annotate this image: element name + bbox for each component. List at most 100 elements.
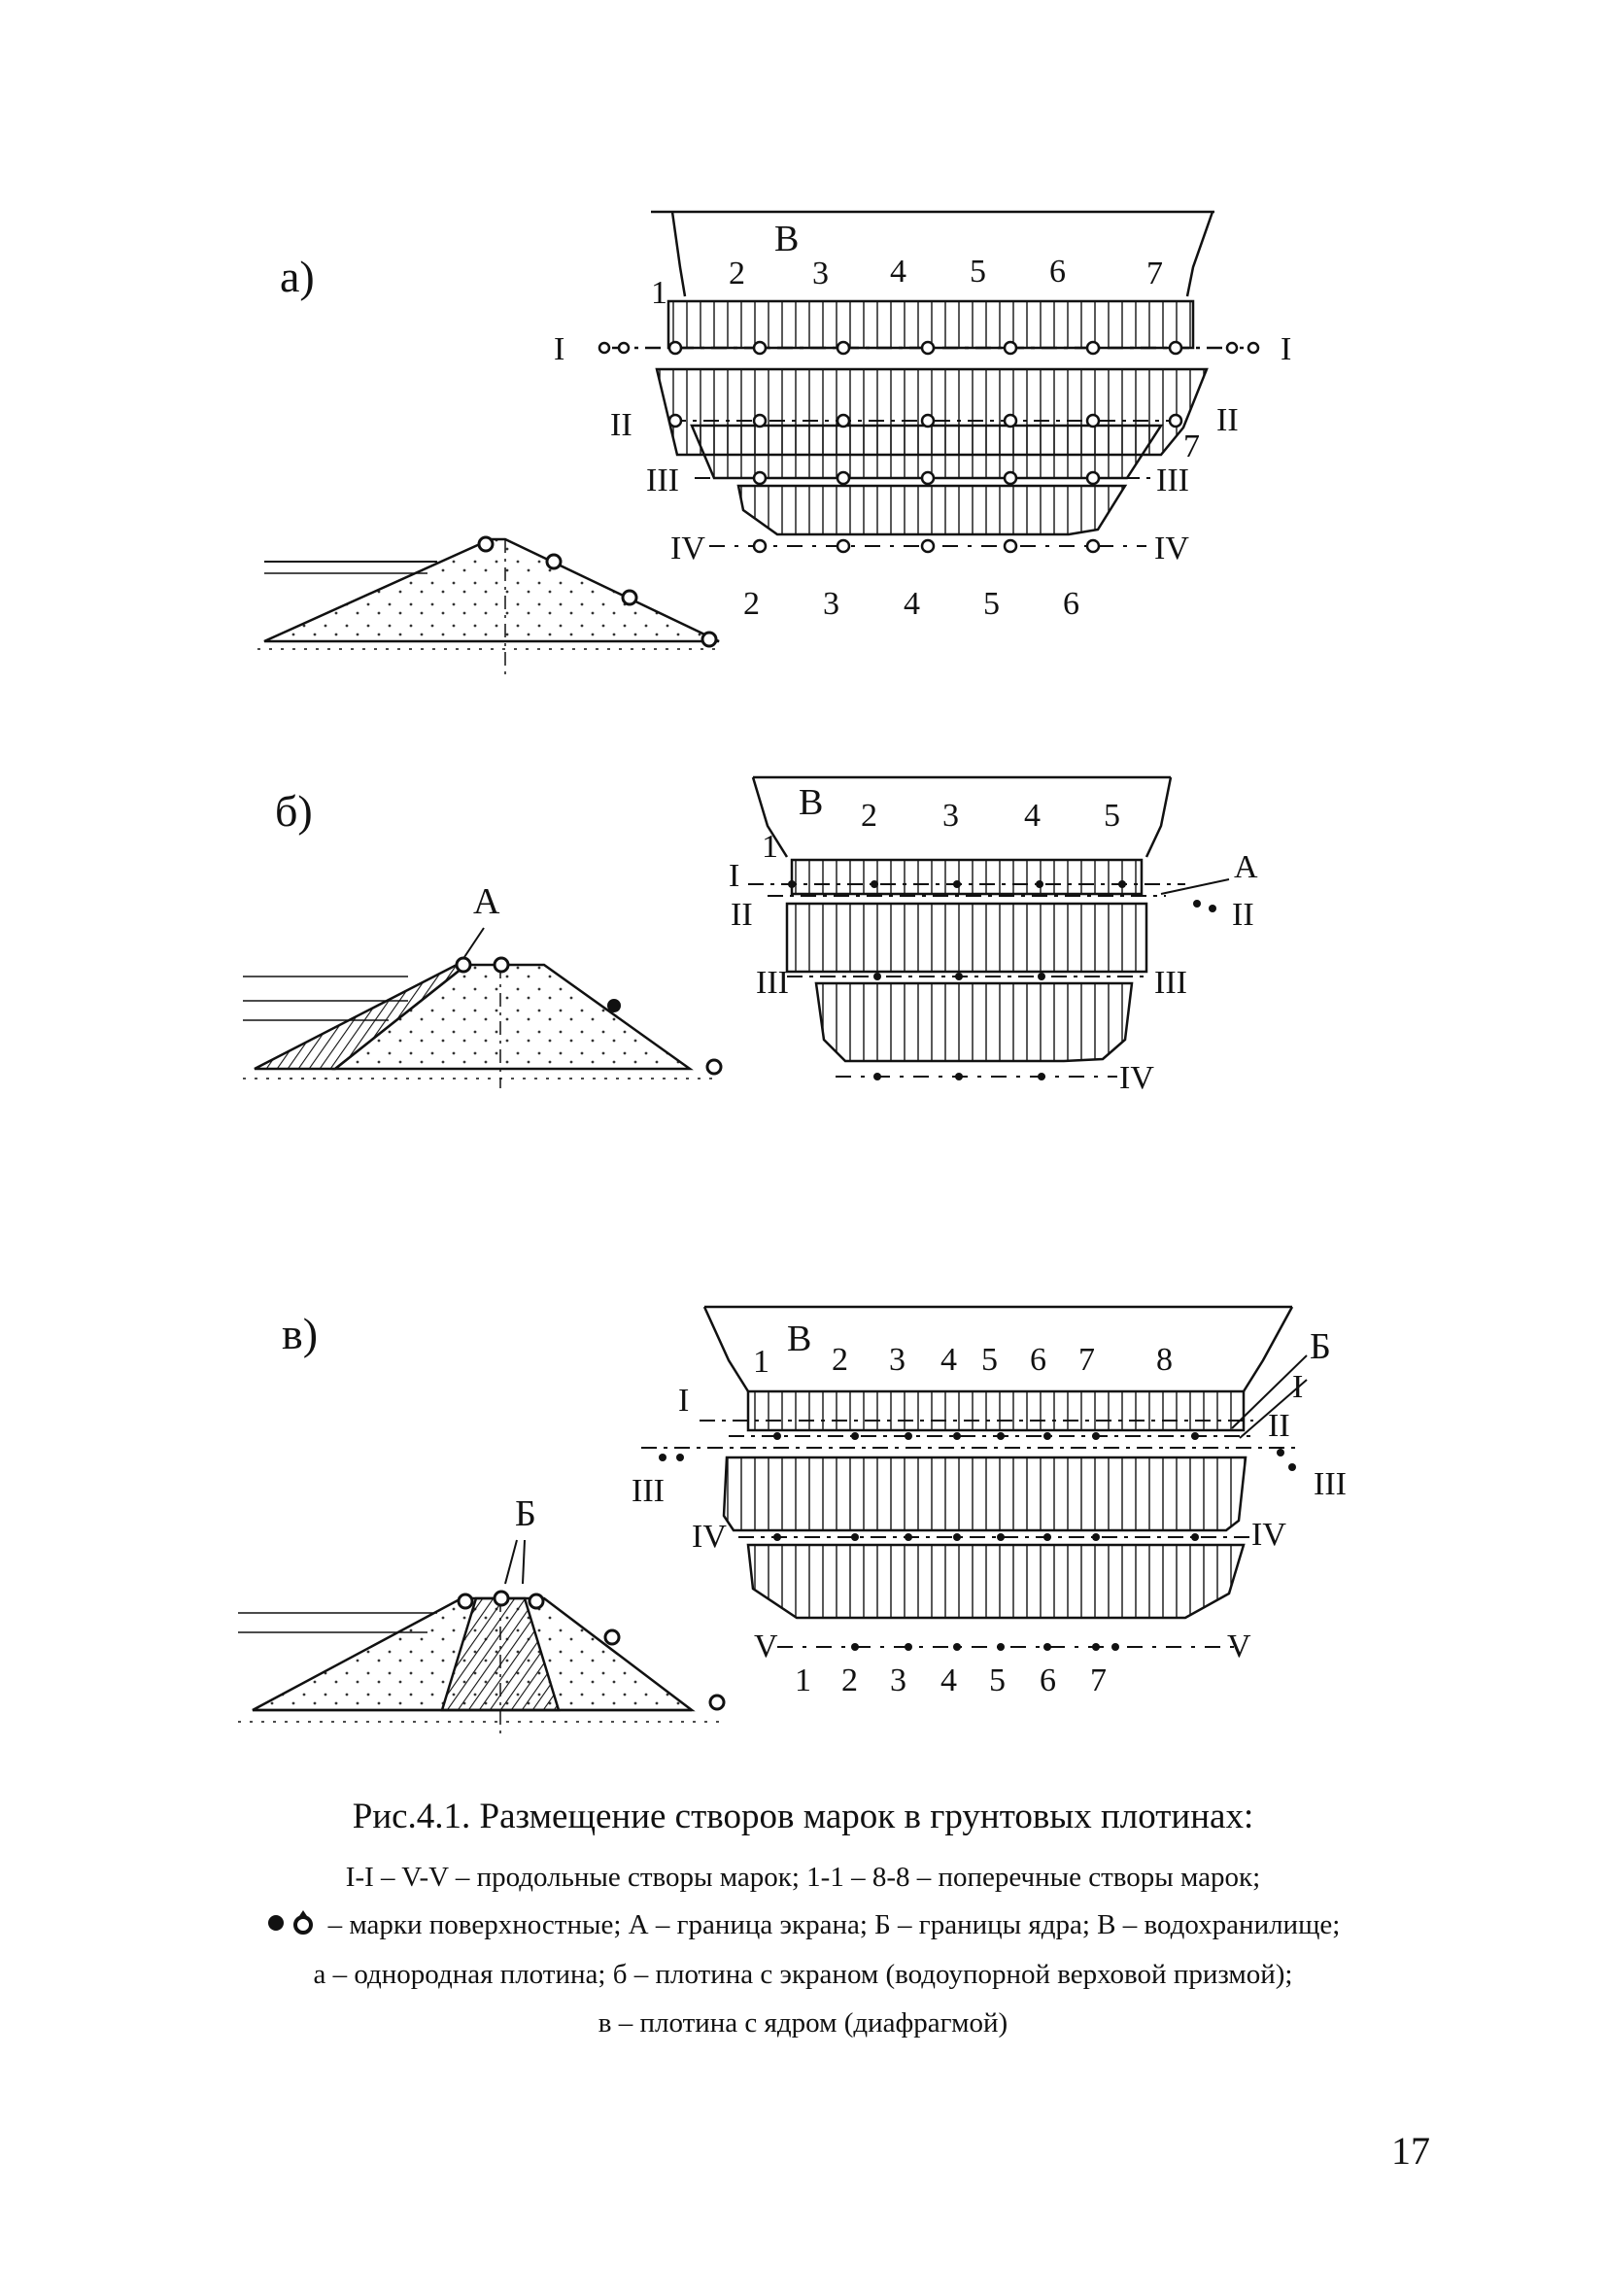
cross-number-label: 1: [651, 275, 667, 311]
surface-mark-icon: [457, 1593, 474, 1610]
surface-mark-icon: [603, 1628, 621, 1646]
cross-number-label: 6: [1063, 586, 1079, 622]
alignment-label: III: [1314, 1466, 1347, 1502]
alignment-label: II: [610, 407, 632, 443]
reservoir-label: В: [774, 219, 799, 259]
caption-line: – марки поверхностные; А – граница экран…: [327, 1909, 1341, 1940]
core-boundary-label: Б: [515, 1493, 536, 1534]
cross-number-label: 5: [983, 586, 1000, 622]
screen-boundary-label: А: [473, 881, 500, 922]
reservoir-label: В: [787, 1319, 811, 1359]
surface-mark-icon: [700, 631, 718, 648]
cross-number-label: 3: [823, 586, 839, 622]
alignment-label: III: [756, 965, 789, 1001]
surface-mark-icon: [545, 553, 563, 570]
cross-number-label: 3: [889, 1342, 906, 1378]
cross-number-label: 6: [1040, 1662, 1056, 1698]
cross-number-label: 3: [890, 1662, 906, 1698]
panel-b-plan: В 1 2 3 4 5 А I II II III III IV: [729, 775, 1258, 1096]
cross-number-label: 5: [970, 254, 986, 290]
cross-number-label: 4: [940, 1662, 957, 1698]
panel-c-cross-section: [238, 1539, 726, 1739]
panel-b: б) А В: [243, 775, 1258, 1096]
alignment-label: III: [1156, 463, 1189, 498]
cross-number-label: 7: [1090, 1662, 1107, 1698]
panel-a: а) В 1 2: [257, 210, 1291, 680]
survey-marks: [659, 1432, 1296, 1651]
cross-number-label: 6: [1030, 1342, 1046, 1378]
surface-mark-icon: [621, 589, 638, 606]
caption-line: а – однородная плотина; б – плотина с эк…: [313, 1959, 1293, 1990]
alignment-label: IV: [670, 531, 705, 566]
surface-mark-icon: [607, 999, 621, 1012]
cross-number-label: 1: [753, 1344, 769, 1380]
alignment-label: I: [1281, 331, 1291, 367]
cross-number-label: 6: [1049, 254, 1066, 290]
surface-mark-icon: [528, 1593, 545, 1610]
alignment-label: II: [1232, 897, 1254, 933]
cross-number-label: 4: [1024, 798, 1041, 834]
alignment-label: II: [731, 897, 753, 933]
cross-number-label: 3: [812, 256, 829, 291]
cross-number-label: 8: [1156, 1342, 1173, 1378]
caption-legend-line: – марки поверхностные; А – граница экран…: [0, 1909, 1606, 1944]
alignment-label: V: [1227, 1628, 1251, 1664]
panel-c-plan: В 1 2 3 4 5 6 7 8 Б I I II III III IV IV…: [632, 1305, 1347, 1698]
surface-mark-legend-icon: [266, 1909, 321, 1944]
alignment-label: IV: [1251, 1517, 1286, 1553]
panel-c-letter: в): [282, 1309, 318, 1358]
surface-mark-icon: [708, 1694, 726, 1711]
cross-number-label: 2: [861, 798, 877, 834]
surface-mark-icon: [493, 1590, 510, 1607]
panel-c: в) Б: [238, 1305, 1347, 1739]
caption-line: I-I – V-V – продольные створы марок; 1-1…: [345, 1862, 1261, 1893]
cross-number-label: 7: [1146, 256, 1163, 291]
panel-b-letter: б): [275, 786, 313, 836]
cross-number-label: 2: [832, 1342, 848, 1378]
core-boundary-label: Б: [1310, 1326, 1331, 1367]
surface-mark-icon: [705, 1058, 723, 1076]
cross-number-label: 4: [904, 586, 920, 622]
alignment-label: I: [1292, 1369, 1303, 1405]
figure-4-1: а) В 1 2: [238, 210, 1347, 1739]
cross-number-label: 5: [989, 1662, 1006, 1698]
cross-number-label: 1: [795, 1662, 811, 1698]
alignment-label: III: [632, 1473, 665, 1509]
alignment-label: III: [646, 463, 679, 498]
cross-number-label: 7: [1078, 1342, 1095, 1378]
panel-a-cross-section: [257, 535, 720, 680]
cross-number-label: 1: [762, 829, 778, 865]
alignment-label: I: [678, 1383, 689, 1419]
cross-number-label: 4: [890, 254, 906, 290]
survey-marks: [598, 340, 1260, 554]
extra-number-label: 7: [1183, 428, 1200, 464]
panel-a-letter: а): [280, 252, 315, 301]
alignment-label: I: [729, 858, 739, 894]
alignment-label: IV: [1119, 1060, 1154, 1096]
screen-boundary-label: А: [1234, 849, 1258, 885]
panel-b-cross-section: [243, 927, 723, 1088]
figure-caption-title: Рис.4.1. Размещение створов марок в грун…: [352, 1797, 1254, 1836]
cross-number-label: 3: [942, 798, 959, 834]
cross-number-label: 5: [1104, 798, 1120, 834]
panel-a-plan: В 1 2 3 4 5 6 7 I I II II 7 III III IV I…: [554, 210, 1291, 622]
surface-mark-icon: [477, 535, 495, 553]
surface-mark-icon: [455, 956, 472, 974]
reservoir-label: В: [799, 782, 823, 823]
page-number: 17: [1391, 2129, 1430, 2173]
alignment-label: IV: [692, 1519, 727, 1555]
cross-number-label: 2: [729, 256, 745, 291]
surface-mark-icon: [493, 956, 510, 974]
alignment-label: V: [754, 1628, 778, 1664]
cross-number-label: 2: [743, 586, 760, 622]
survey-marks: [788, 880, 1216, 1080]
alignment-label: II: [1216, 402, 1239, 438]
alignment-label: IV: [1154, 531, 1189, 566]
cross-number-label: 5: [981, 1342, 998, 1378]
cross-number-label: 4: [940, 1342, 957, 1378]
caption-line: в – плотина с ядром (диафрагмой): [598, 2007, 1008, 2039]
alignment-label: I: [554, 331, 564, 367]
cross-number-label: 2: [841, 1662, 858, 1698]
alignment-label: III: [1154, 965, 1187, 1001]
